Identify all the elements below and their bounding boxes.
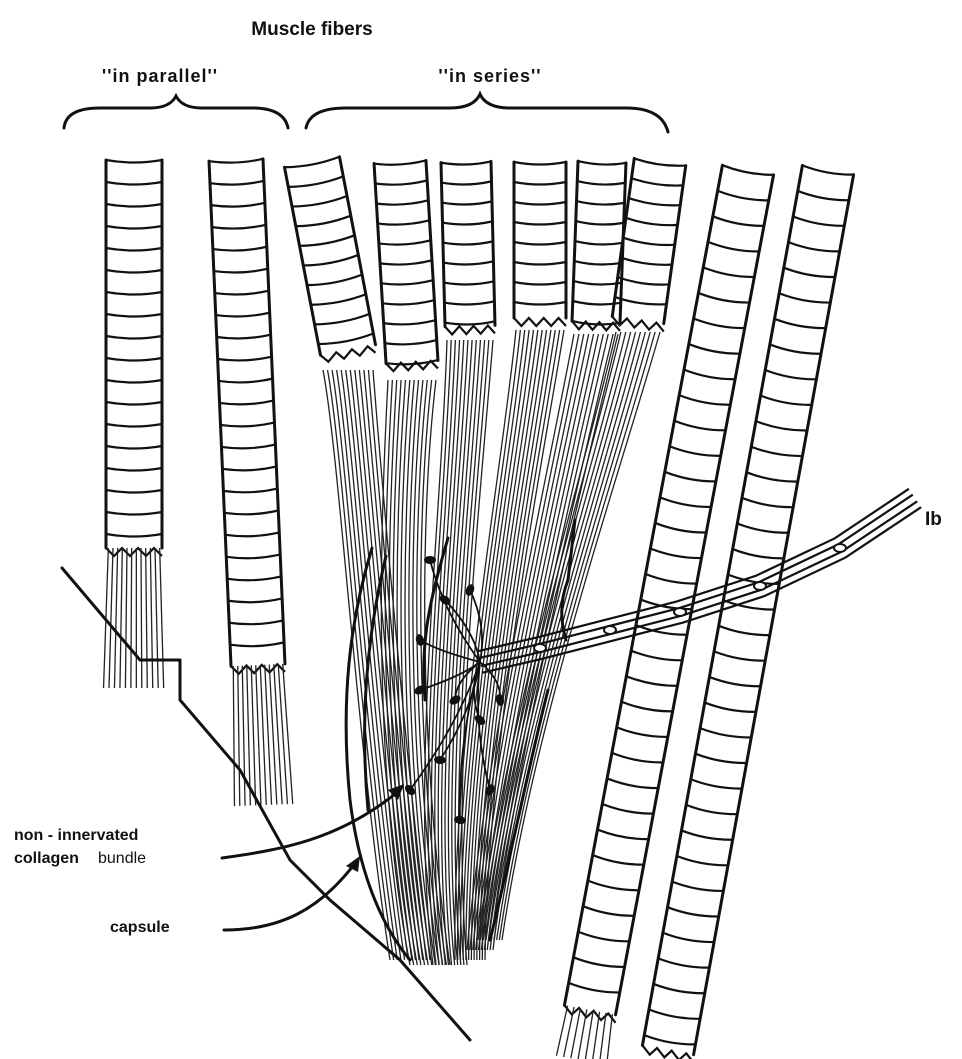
muscle-fiber-parallel-2 (209, 159, 293, 806)
brace-in-parallel (64, 96, 288, 128)
muscle-fiber-series-5 (572, 161, 626, 331)
muscle-fiber-series-6 (612, 158, 686, 331)
ranvier-node (674, 608, 686, 616)
nerve-terminal (424, 556, 436, 564)
muscle-fiber-series-4 (514, 162, 566, 326)
muscle-fiber-series-3 (441, 161, 495, 334)
ranvier-node (534, 644, 546, 652)
label-collagen: collagen (14, 850, 79, 867)
label-capsule: capsule (110, 919, 170, 936)
muscle-fiber-series-2 (374, 160, 438, 371)
ranvier-node (604, 626, 616, 634)
label-non-innervated: non - innervated (14, 827, 138, 844)
label-bundle: bundle (98, 850, 146, 867)
label-ib: Ib (925, 509, 942, 530)
label-in-parallel: ''in parallel'' (102, 66, 218, 86)
muscle-fiber-series-1 (284, 157, 375, 362)
brace-in-series (306, 94, 668, 132)
label-in-series: ''in series'' (438, 66, 541, 86)
figure-title: Muscle fibers (251, 19, 372, 40)
ranvier-node (834, 544, 846, 552)
ranvier-node (754, 582, 766, 590)
muscle-fiber-parallel-1 (104, 160, 164, 688)
